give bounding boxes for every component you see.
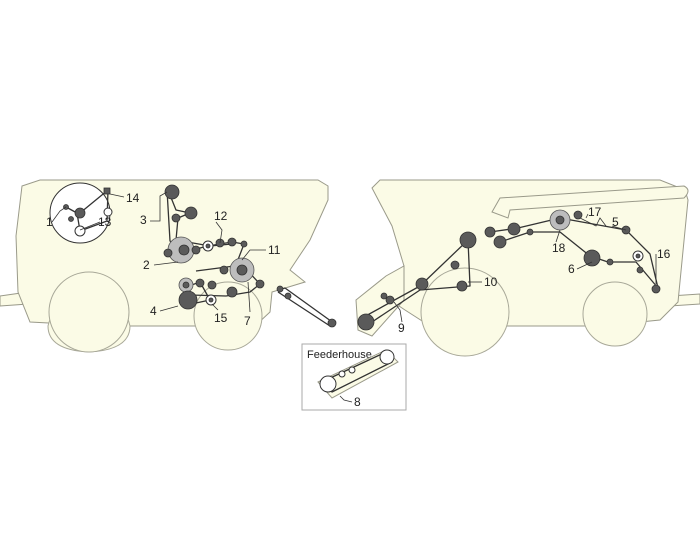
leader-5 — [611, 225, 627, 231]
leader-18 — [555, 229, 561, 243]
feeder-drive-upper — [459, 231, 477, 249]
leader-12 — [215, 221, 223, 244]
left-front-wheel-hub — [48, 271, 130, 353]
callout-11: 11 — [268, 243, 281, 257]
right-front-wheel — [420, 267, 510, 357]
unloader-lower-large — [583, 249, 601, 267]
callout-4: 4 — [150, 304, 157, 318]
feeder-drive-large — [357, 313, 375, 331]
callout-15: 15 — [214, 311, 228, 325]
leader-11 — [241, 249, 266, 261]
callout-14: 14 — [126, 191, 140, 205]
callout-17: 17 — [588, 205, 602, 219]
countershaft-hub — [236, 264, 248, 276]
feeder-drive-belt — [361, 239, 471, 327]
feederhouse-lower-pulley — [319, 375, 337, 393]
leader-lines — [51, 191, 657, 403]
callout-18: 18 — [552, 241, 566, 255]
leader-3 — [150, 191, 168, 222]
leader-15 — [211, 303, 219, 311]
feeder-left-mid — [284, 292, 292, 300]
unloading-auger-tube — [491, 185, 689, 219]
callout-12: 12 — [214, 209, 228, 223]
callout-9: 9 — [398, 321, 405, 335]
unloader-upper-idler — [573, 210, 583, 220]
callout-numbers: 1 13 14 3 2 12 11 7 4 15 9 10 18 17 5 6 … — [46, 191, 671, 409]
chopper-tensioner — [68, 216, 74, 222]
left-side-view — [0, 179, 337, 353]
unloader-left-pulley — [484, 226, 496, 238]
feeder-left-top — [276, 285, 284, 293]
leader-17 — [585, 213, 589, 219]
leader-2 — [153, 261, 179, 266]
unloader-pulley-3 — [526, 228, 534, 236]
feeder-drive-mid — [415, 277, 429, 291]
callout-8: 8 — [354, 395, 361, 409]
cleaning-top-pulley — [207, 280, 217, 290]
unloader-bottom-right — [651, 284, 661, 294]
rotor-left-idler — [163, 248, 173, 258]
feeder-drive-right — [456, 280, 468, 292]
right-side-view — [355, 179, 700, 357]
leader-8 — [339, 395, 353, 403]
rotor-drive-hub — [178, 244, 190, 256]
leader-9 — [393, 301, 403, 323]
countershaft-idler — [255, 279, 265, 289]
feederhouse-upper-pulley — [379, 349, 395, 365]
unloader-pulley-2 — [507, 222, 521, 236]
feeder-drive-small-1 — [385, 295, 395, 305]
unloader-main-hub — [555, 215, 565, 225]
unloader-lower-left — [493, 235, 507, 249]
callout-7: 7 — [244, 314, 251, 328]
callout-16: 16 — [657, 247, 671, 261]
unloader-idler-arm — [579, 217, 607, 227]
rotor-mid-pulley — [191, 245, 201, 255]
rotor-upper-right — [227, 237, 237, 247]
beater-mid-pulley — [171, 213, 181, 223]
feeder-drive-upper-idler — [450, 260, 460, 270]
countershaft-lower — [226, 286, 238, 298]
rotor-right-idler — [240, 240, 248, 248]
countershaft-mid — [219, 265, 229, 275]
leader-1 — [51, 206, 67, 223]
feederhouse-body — [317, 349, 399, 399]
unloader-small — [606, 258, 614, 266]
feederhouse-idler-1 — [338, 370, 346, 378]
leader-14 — [109, 193, 125, 198]
feeder-left-bottom — [327, 318, 337, 328]
chopper-right-pulley — [103, 207, 113, 217]
callout-2: 2 — [143, 258, 150, 272]
leader-6 — [576, 261, 593, 270]
callout-3: 3 — [140, 213, 147, 227]
leader-13 — [79, 221, 101, 231]
unloader-small-2 — [636, 266, 644, 274]
callout-6: 6 — [568, 262, 575, 276]
chopper-pulley — [74, 207, 86, 219]
callout-10: 10 — [484, 275, 498, 289]
cleaning-tensioner-hub — [208, 297, 214, 303]
callout-5: 5 — [612, 215, 619, 229]
leader-4 — [159, 305, 179, 312]
leader-7 — [247, 281, 251, 313]
callout-1: 1 — [46, 215, 53, 229]
feeder-drive-small-2 — [380, 292, 388, 300]
feederhouse-title: Feederhouse — [307, 349, 372, 361]
cleaning-large-pulley — [178, 290, 198, 310]
chopper-tension-bracket — [103, 187, 111, 195]
right-rear-wheel — [582, 281, 648, 347]
beater-upper-pulley — [164, 184, 180, 200]
unloader-tension-hub — [635, 253, 641, 259]
callout-13: 13 — [98, 215, 112, 229]
rotor-white-pulley-hub — [205, 243, 211, 249]
cleaning-sheave-hub — [182, 281, 190, 289]
cleaning-idler — [195, 278, 205, 288]
chopper-lower-pulley — [74, 225, 86, 237]
feederhouse-inset: Feederhouse — [301, 343, 407, 411]
feederhouse-idler-2 — [348, 366, 356, 374]
beater-idler-right — [184, 206, 198, 220]
